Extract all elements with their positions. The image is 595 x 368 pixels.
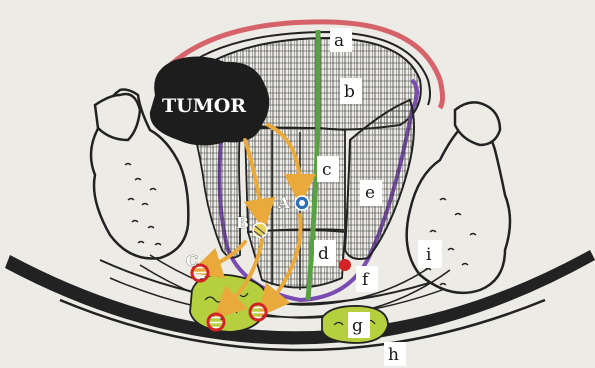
label-d: d	[314, 240, 336, 266]
svg-text:e: e	[365, 183, 375, 203]
tumor-label: TUMOR	[162, 95, 246, 117]
label-g: g	[348, 312, 370, 338]
svg-text:c: c	[322, 160, 332, 180]
label-f: f	[356, 266, 378, 292]
marker-node-left-lower	[208, 314, 224, 330]
point-label-C: C	[186, 252, 198, 270]
svg-text:d: d	[318, 244, 329, 264]
red-node-marker-d	[339, 259, 351, 271]
label-c: c	[317, 156, 339, 182]
svg-text:h: h	[388, 345, 399, 365]
label-e: e	[360, 180, 382, 206]
marker-B	[253, 223, 267, 237]
label-h: h	[384, 342, 406, 366]
svg-text:g: g	[352, 316, 363, 336]
marker-node-mid-lower	[250, 304, 266, 320]
svg-text:b: b	[344, 82, 355, 102]
label-a: a	[330, 28, 352, 52]
marker-A	[295, 196, 309, 210]
svg-text:a: a	[334, 31, 344, 51]
point-label-B: B	[236, 214, 249, 232]
label-b: b	[340, 78, 362, 104]
label-i: i	[418, 240, 442, 268]
point-label-A: A	[277, 194, 290, 212]
svg-text:i: i	[426, 245, 432, 265]
